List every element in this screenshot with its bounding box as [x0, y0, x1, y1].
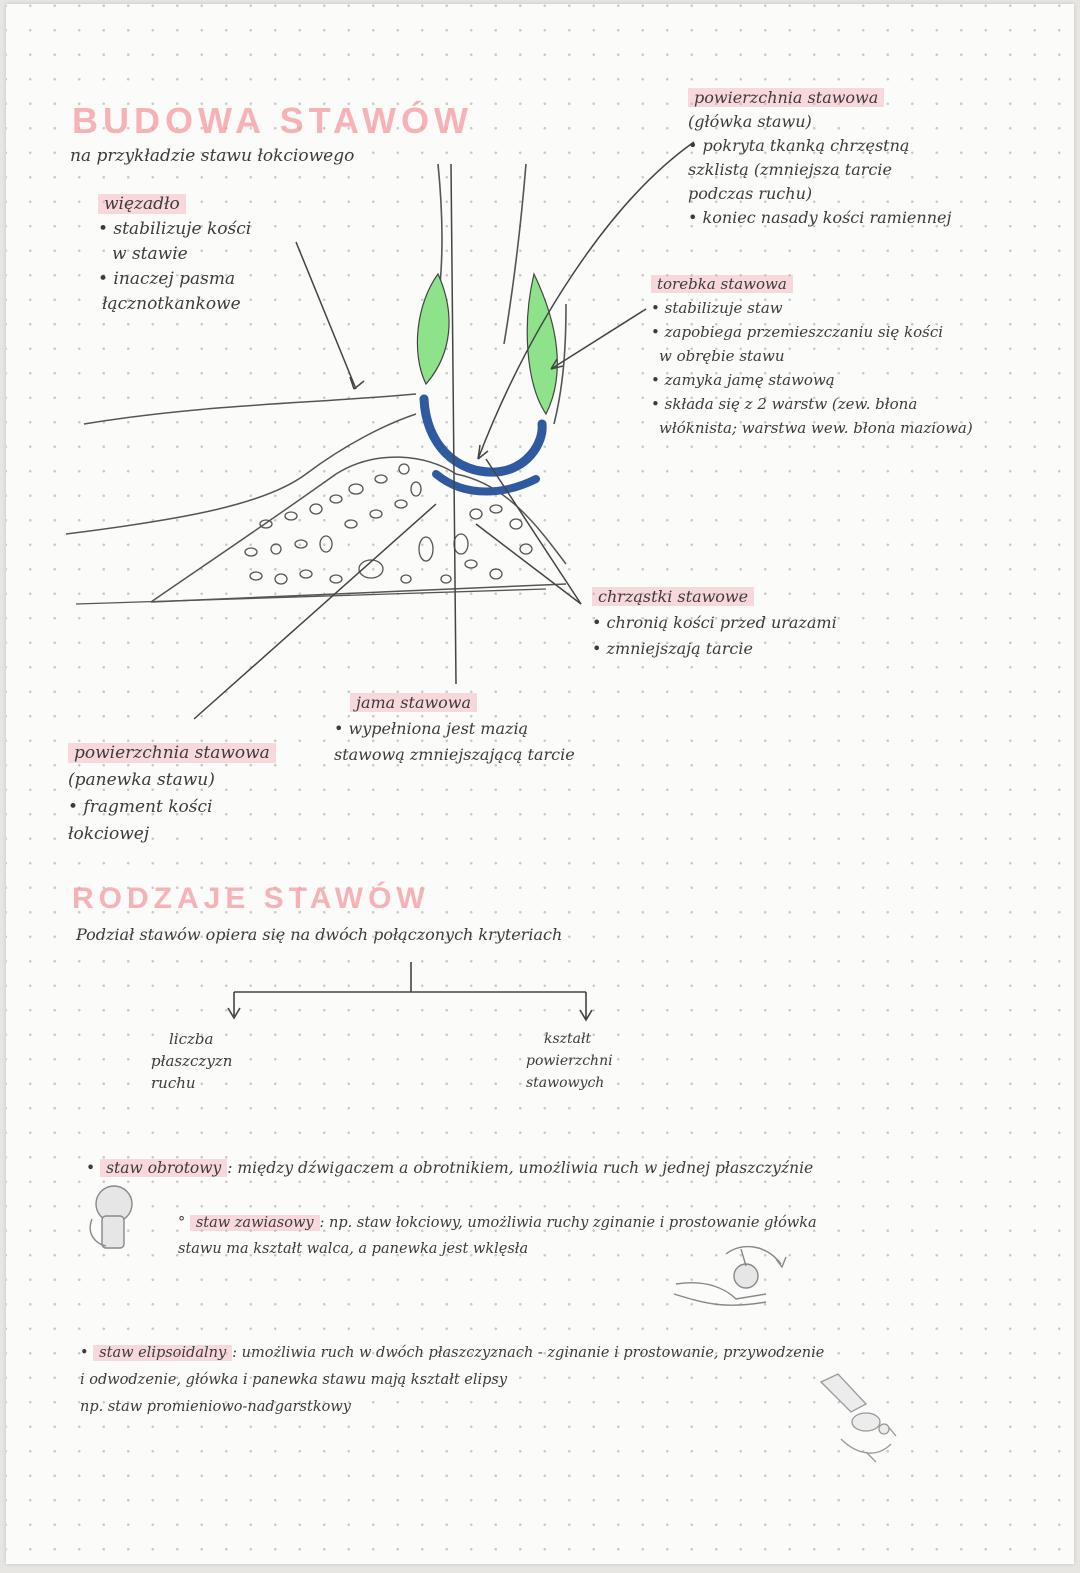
cartilage-line-1: • chronią kości przed urazami — [592, 613, 837, 632]
criterion-shape-line-1: kształt — [544, 1031, 592, 1047]
articular-head-line-4: podczas ruchu) — [688, 184, 813, 203]
capsule-right — [526, 272, 558, 416]
notebook-page: BUDOWA STAWÓW na przykładzie stawu łokci… — [6, 4, 1074, 1564]
ellipsoid-joint-text-3: np. staw promieniowo-nadgarstkowy — [80, 1399, 351, 1415]
cavity-line-1: • wypełniona jest mazią — [334, 719, 529, 738]
criterion-shape: kształt powierzchni stawowych — [526, 1028, 613, 1094]
cavity-block: jama stawowa • wypełniona jest mazią sta… — [334, 690, 575, 768]
section-title-rodzaje: RODZAJE STAWÓW — [72, 882, 430, 915]
ligament-line-4: łącznotkankowe — [102, 294, 241, 314]
forearm-upper-line — [65, 413, 417, 535]
cavity-label: jama stawowa — [350, 693, 478, 712]
base-line — [75, 588, 547, 605]
section2-intro: Podział stawów opiera się na dwóch połąc… — [76, 925, 563, 944]
articular-socket-line-3: łokciowej — [68, 824, 150, 844]
pivot-joint-name: staw obrotowy — [100, 1159, 228, 1177]
pointer-socket — [193, 503, 437, 720]
articular-socket-label: powierzchnia stawowa — [68, 743, 276, 763]
ligament-block: więzadło • stabilizuje kości w stawie • … — [98, 192, 251, 317]
ellipsoid-joint-text-2: i odwodzenie, główka i panewka stawu maj… — [80, 1372, 508, 1388]
ellipsoid-joint-sketch — [819, 1373, 897, 1463]
articular-head-label: powierzchnia stawowa — [688, 88, 885, 107]
pointer-lines — [193, 141, 695, 720]
ligament-line-3: • inaczej pasma — [98, 269, 236, 289]
criterion-shape-line-3: stawowych — [526, 1075, 605, 1091]
capsule-line-4: • zamyka jamę stawową — [651, 371, 835, 389]
pointer-cartilage-1 — [485, 458, 582, 605]
hinge-joint-name: staw zawiasowy — [189, 1215, 320, 1231]
articular-socket-block: powierzchnia stawowa (panewka stawu) • f… — [68, 740, 276, 848]
ellipsoid-joint-entry: • staw elipsoidalny: umożliwia ruch w dw… — [80, 1340, 824, 1421]
cartilage-label: chrząstki stawowe — [592, 587, 755, 606]
capsule-left — [416, 272, 450, 386]
capsule-line-5: • składa się z 2 warstw (zew. błona — [651, 395, 918, 413]
cavity-line-2: stawową zmniejszającą tarcie — [334, 745, 575, 764]
pointer-cavity — [450, 163, 457, 685]
pivot-joint-sketch — [89, 1185, 133, 1249]
section-title-budowa: BUDOWA STAWÓW — [72, 100, 473, 141]
ligament-line-1: • stabilizuje kości — [98, 219, 252, 239]
hinge-joint-entry: ° staw zawiasowy: np. staw łokciowy, umo… — [178, 1210, 817, 1262]
spongy-bone-texture — [244, 463, 533, 585]
criterion-planes-line-1: liczba — [169, 1030, 214, 1048]
criteria-tree — [227, 962, 593, 1022]
pointer-cartilage-2 — [475, 523, 582, 605]
capsule-block: torebka stawowa • stabilizuje staw • zap… — [651, 272, 973, 440]
pointer-capsule — [550, 308, 647, 370]
forearm-top-line — [83, 393, 417, 425]
ellipsoid-joint-text-1: : umożliwia ruch w dwóch płaszczyznach -… — [232, 1345, 825, 1361]
articular-head-block: powierzchnia stawowa (główka stawu) • po… — [688, 86, 951, 230]
capsule-label: torebka stawowa — [651, 275, 793, 293]
criterion-shape-line-2: powierzchni — [526, 1053, 613, 1069]
pivot-joint-entry: • staw obrotowy: między dźwigaczem a obr… — [86, 1159, 814, 1177]
humerus-center-edge — [503, 163, 527, 345]
ellipsoid-joint-name: staw elipsoidalny — [93, 1345, 233, 1361]
hinge-joint-text-1: : np. staw łokciowy, umożliwia ruchy zgi… — [319, 1215, 817, 1231]
section-subtitle: na przykładzie stawu łokciowego — [70, 146, 355, 166]
articular-socket-line-2: • fragment kości — [68, 797, 213, 817]
criterion-planes: liczba płaszczyzn ruchu — [151, 1028, 232, 1094]
criterion-planes-line-3: ruchu — [151, 1074, 196, 1092]
criterion-planes-line-2: płaszczyzn — [151, 1052, 233, 1070]
cartilage-line-2: • zmniejszają tarcie — [592, 639, 753, 658]
articular-head-line-5: • koniec nasady kości ramiennej — [688, 208, 952, 227]
ligament-label: więzadło — [98, 194, 186, 214]
cartilage-head — [419, 394, 547, 477]
ulna-upper-edge — [150, 456, 567, 603]
hinge-joint-sketch — [673, 1245, 787, 1306]
pivot-joint-text: : między dźwigaczem a obrotnikiem, umożl… — [227, 1159, 814, 1177]
pointer-head — [477, 141, 695, 460]
pointer-ligament — [295, 241, 357, 390]
capsule-line-1: • stabilizuje staw — [651, 299, 783, 317]
cartilage-block: chrząstki stawowe • chronią kości przed … — [592, 584, 837, 662]
capsule-line-3: w obrębie stawu — [659, 347, 785, 365]
capsule-line-2: • zapobiega przemieszczaniu się kości — [651, 323, 944, 341]
ligament-line-2: w stawie — [112, 244, 188, 264]
humerus-right-edge — [553, 303, 567, 425]
articular-head-line-1: (główka stawu) — [688, 112, 812, 131]
elbow-joint-diagram — [65, 141, 897, 1463]
articular-head-line-3: szklistą (zmniejsza tarcie — [688, 160, 892, 179]
articular-socket-line-1: (panewka stawu) — [68, 770, 215, 790]
capsule-line-6: włóknista; warstwa wew. błona maziowa) — [659, 419, 973, 437]
articular-head-line-2: • pokryta tkanką chrzęstną — [688, 136, 910, 155]
cartilage-socket — [432, 470, 540, 496]
hinge-joint-text-2: stawu ma kształt walca, a panewka jest w… — [178, 1241, 529, 1257]
